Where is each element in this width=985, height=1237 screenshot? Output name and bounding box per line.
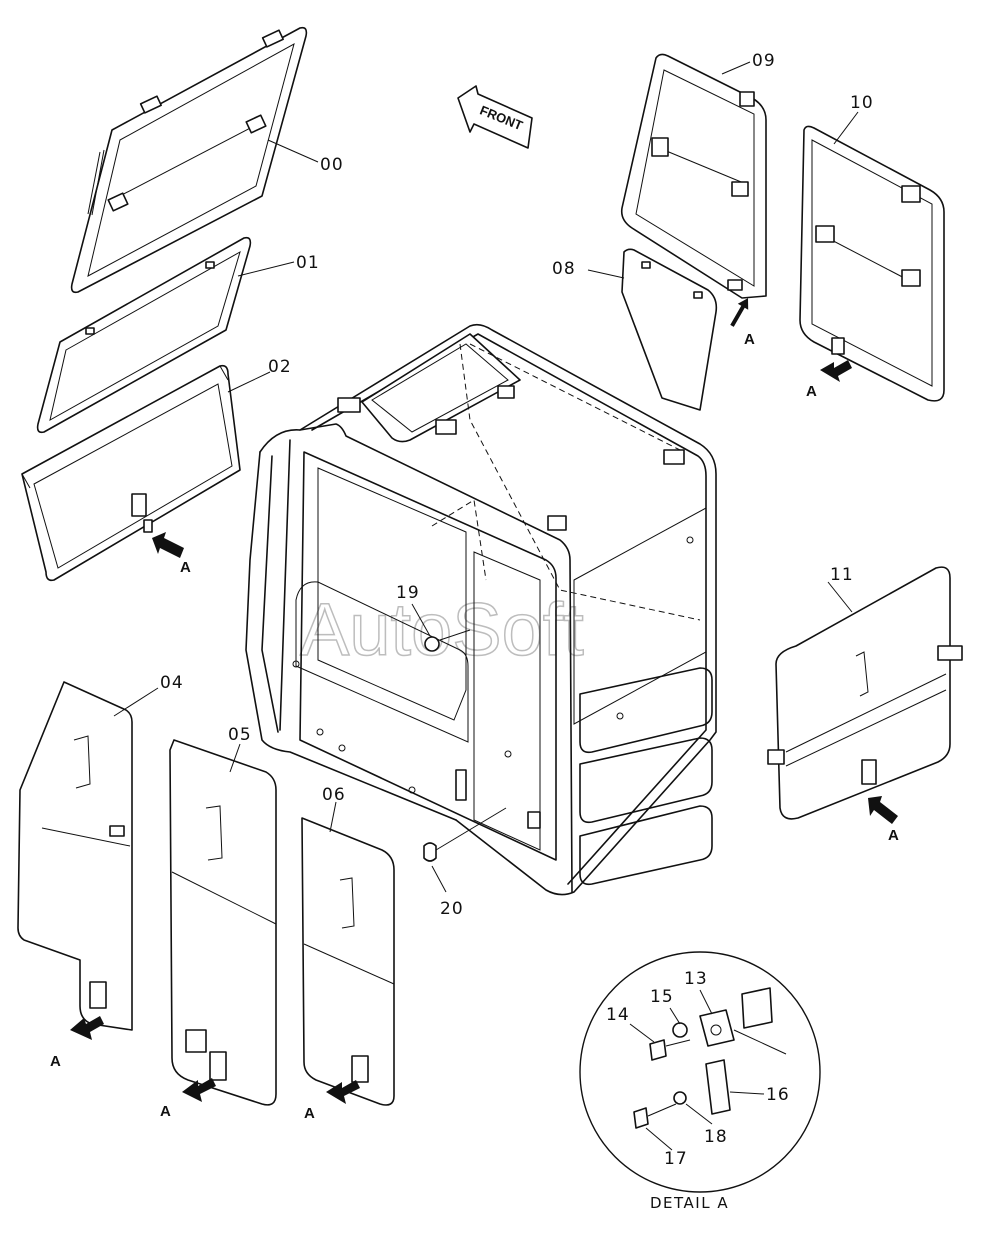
- part-00-panel: [70, 26, 308, 294]
- arrow-a-10: A: [806, 360, 852, 400]
- part-06-panel: [301, 817, 395, 1106]
- part-08-panel: [621, 248, 718, 411]
- part-14: [649, 1039, 667, 1061]
- part-04-panel: [17, 681, 133, 1031]
- arrow-a-label: A: [888, 827, 899, 844]
- leader-09: [721, 61, 751, 75]
- callout-20: 18: [704, 1127, 728, 1147]
- detail-a-title: DETAIL A: [650, 1194, 729, 1212]
- leader-19: [431, 865, 447, 893]
- arrow-a-label: A: [806, 383, 817, 400]
- arrow-a-label: A: [50, 1053, 61, 1070]
- leader-05: [229, 743, 241, 773]
- part-20: [673, 1091, 687, 1105]
- arrow-a-11: A: [868, 796, 899, 844]
- callout-19: 20: [440, 899, 464, 919]
- arrow-a-02: A: [152, 532, 191, 576]
- part-17: [633, 1107, 649, 1129]
- part-09-panel: [620, 53, 767, 299]
- leader-04: [113, 687, 159, 717]
- callout-04: 04: [160, 673, 184, 693]
- front-arrow: FRONT: [457, 85, 533, 149]
- arrow-a-09: A: [730, 298, 755, 348]
- callout-18: 19: [396, 583, 420, 603]
- part-11-panel: [767, 566, 963, 820]
- part-10-panel: [799, 125, 945, 402]
- leader-00: [267, 139, 319, 163]
- arrow-a-label: A: [744, 331, 755, 348]
- arrow-a-06: A: [304, 1080, 360, 1122]
- callout-14: 14: [606, 1005, 630, 1025]
- callout-01: 01: [296, 253, 320, 273]
- callout-10: 10: [850, 93, 874, 113]
- leader-10: [833, 111, 859, 145]
- arrow-a-label: A: [304, 1105, 315, 1122]
- bolt-18: [424, 636, 440, 652]
- part-05-panel: [169, 739, 277, 1106]
- part-02-panel: [21, 364, 241, 582]
- callout-17: 17: [664, 1149, 688, 1169]
- callout-02: 02: [268, 357, 292, 377]
- cab-body: [245, 323, 717, 896]
- part-01-panel: [36, 236, 252, 434]
- leader-18: [411, 603, 431, 637]
- arrow-a-04: A: [50, 1016, 104, 1070]
- callout-16: 16: [766, 1085, 790, 1105]
- arrow-a-label: A: [180, 559, 191, 576]
- leader-08: [587, 269, 625, 279]
- callout-13: 13: [684, 969, 708, 989]
- leader-02: [227, 371, 271, 393]
- leader-01: [237, 261, 295, 277]
- callout-00: 00: [320, 155, 344, 175]
- callout-06: 06: [322, 785, 346, 805]
- arrow-a-label: A: [160, 1103, 171, 1120]
- part-13: [699, 1009, 735, 1047]
- part-15: [672, 1022, 688, 1038]
- arrow-a-05: A: [160, 1078, 216, 1120]
- callout-08: 08: [552, 259, 576, 279]
- detail-a: [579, 951, 821, 1193]
- callout-15: 15: [650, 987, 674, 1007]
- callout-09: 09: [752, 51, 776, 71]
- part-16: [705, 1059, 731, 1115]
- plug-19: [423, 842, 437, 862]
- callout-05: 05: [228, 725, 252, 745]
- leader-11: [827, 581, 853, 613]
- watermark: AutoSoft: [300, 588, 584, 671]
- callout-11: 11: [830, 565, 854, 585]
- leader-06: [329, 801, 337, 833]
